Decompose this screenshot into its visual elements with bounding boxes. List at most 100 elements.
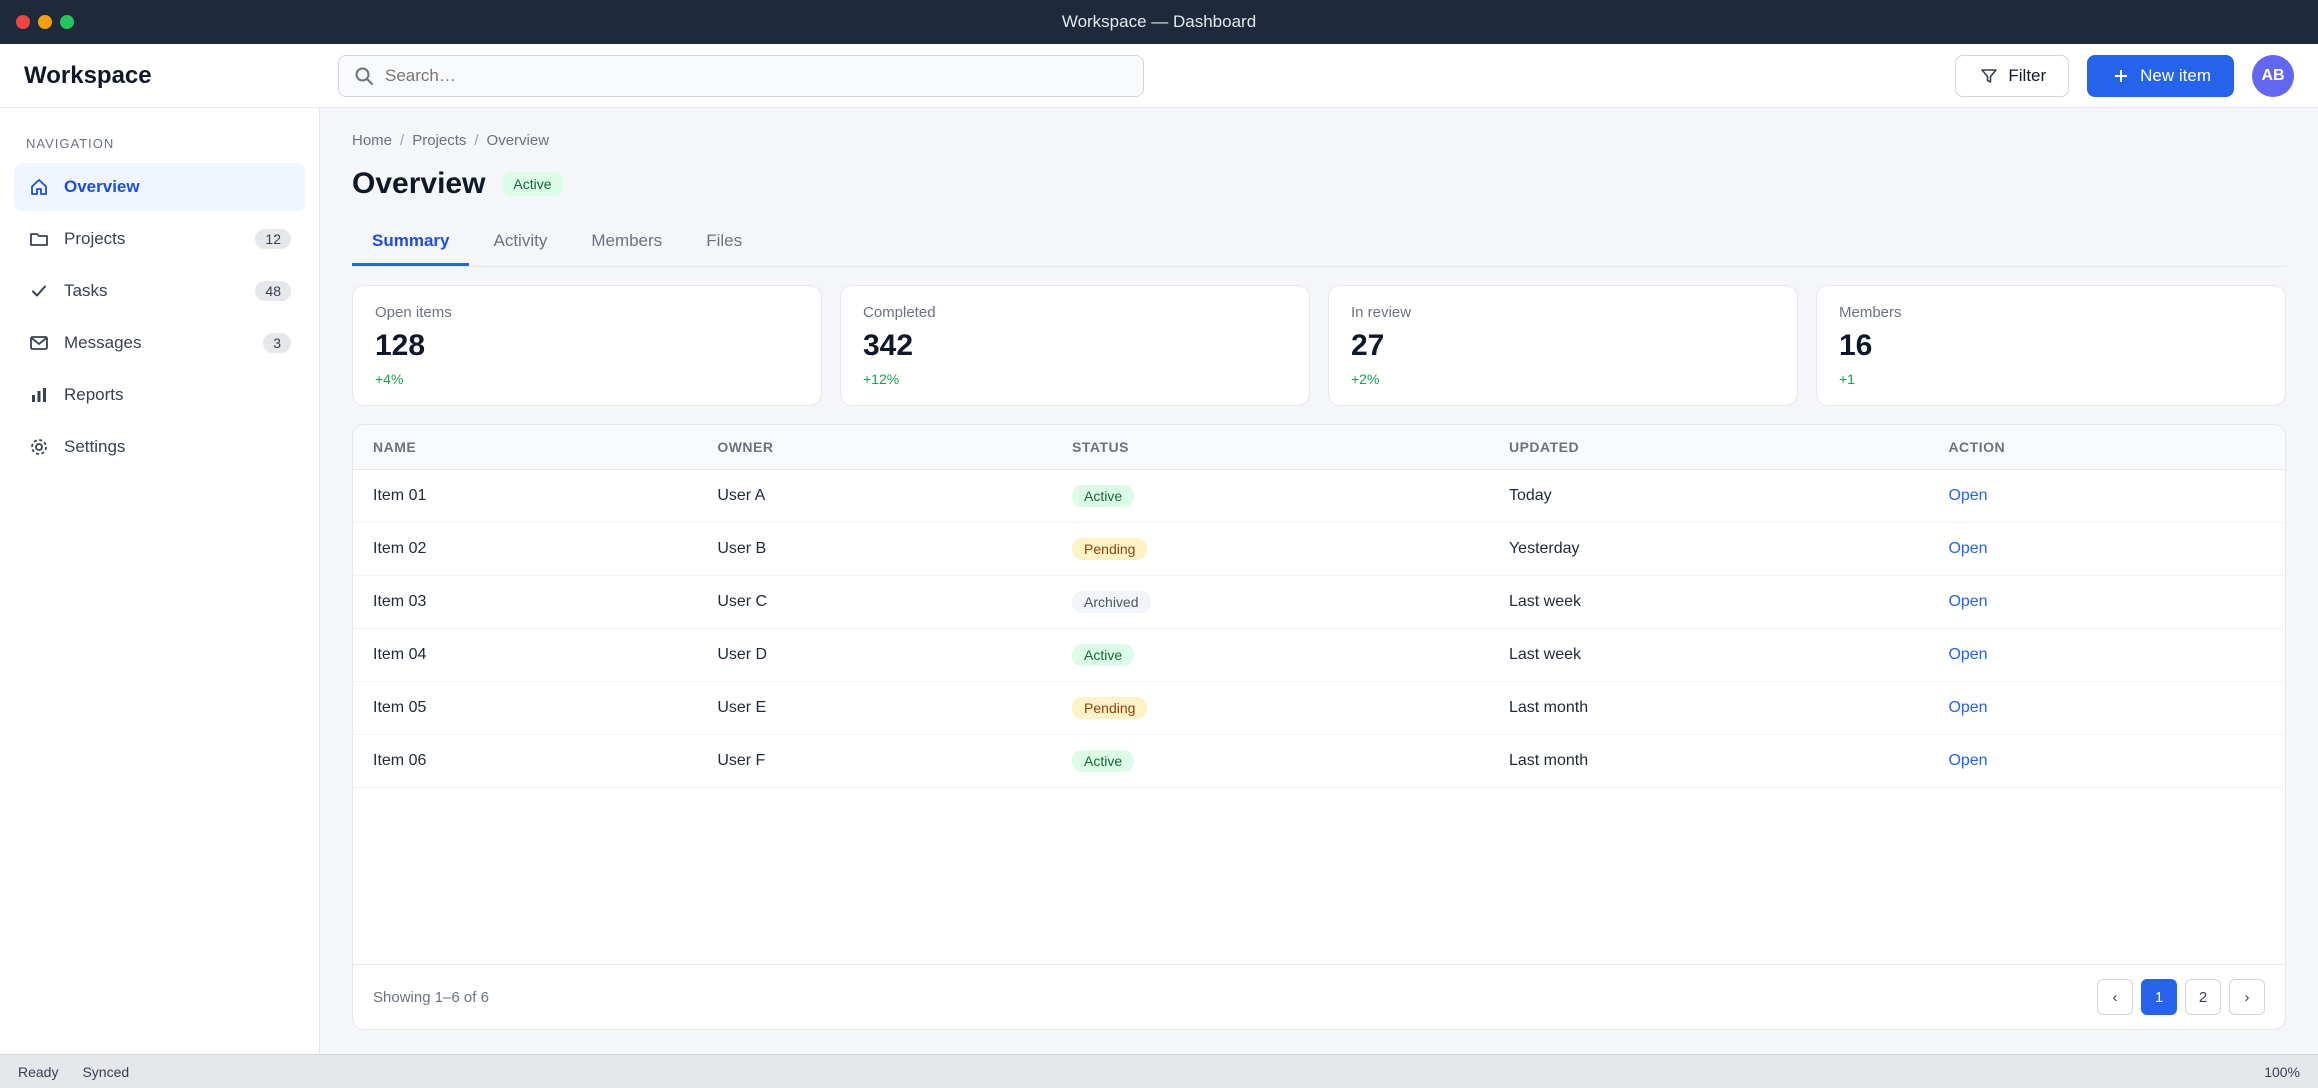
cell-status: Active <box>1052 469 1489 523</box>
cell-owner-text: User E <box>717 699 767 716</box>
filter-button[interactable]: Filter <box>1955 54 2070 97</box>
cell-name: Item 05 <box>353 681 698 735</box>
cell-owner: User C <box>697 575 1053 629</box>
cell-action: Open <box>1928 575 2285 629</box>
cell-action: Open <box>1928 681 2285 735</box>
column-header[interactable]: Name <box>353 425 698 470</box>
cell-action: Open <box>1928 522 2285 576</box>
open-row-link[interactable]: Open <box>1948 540 1988 557</box>
close-window-button[interactable] <box>16 15 30 29</box>
sidebar-item-label: Projects <box>64 229 126 248</box>
cell-owner-text: User F <box>717 752 766 769</box>
stat-card-delta: +4% <box>375 371 404 387</box>
open-row-link[interactable]: Open <box>1948 646 1988 663</box>
column-header[interactable]: Status <box>1052 425 1489 470</box>
cell-updated: Yesterday <box>1488 522 1929 576</box>
page-button[interactable]: › <box>2229 979 2265 1015</box>
sidebar-item-reports[interactable]: Reports <box>14 371 305 419</box>
tab-summary[interactable]: Summary <box>352 219 470 266</box>
cell-status: Active <box>1052 734 1489 788</box>
user-avatar[interactable]: AB <box>2252 54 2295 97</box>
cell-status: Pending <box>1052 522 1489 576</box>
minimize-window-button[interactable] <box>38 15 52 29</box>
cell-name: Item 06 <box>353 734 698 788</box>
cell-action: Open <box>1928 628 2285 682</box>
open-row-link[interactable]: Open <box>1948 593 1988 610</box>
open-row-link[interactable]: Open <box>1948 752 1988 769</box>
open-row-link[interactable]: Open <box>1948 487 1988 504</box>
sidebar-item-projects[interactable]: Projects 12 <box>14 215 305 263</box>
cell-action: Open <box>1928 734 2285 788</box>
cell-owner-text: User D <box>717 646 768 663</box>
tab-members[interactable]: Members <box>591 231 663 250</box>
page-button[interactable]: 2 <box>2185 979 2221 1015</box>
cell-owner: User F <box>697 734 1053 788</box>
items-table-panel: Name Owner Status Updated Action Item 01… <box>352 424 2286 1030</box>
sidebar: Navigation Overview Projects 12 Tasks 48… <box>0 108 320 1054</box>
window-title: Workspace — Dashboard <box>1061 12 1257 31</box>
column-header[interactable]: Owner <box>697 425 1053 470</box>
cell-updated: Last week <box>1488 628 1929 682</box>
stat-card-value: 27 <box>1351 329 1385 362</box>
column-header: Action <box>1928 425 2285 470</box>
cell-owner: User E <box>697 681 1053 735</box>
status-bar: Ready Synced 100% <box>0 1054 2318 1088</box>
search-box[interactable] <box>338 54 1144 97</box>
sidebar-item-settings[interactable]: Settings <box>14 423 305 471</box>
cell-status: Pending <box>1052 681 1489 735</box>
status-sync: Synced <box>82 1063 130 1080</box>
cell-name: Item 02 <box>353 522 698 576</box>
cell-action: Open <box>1928 469 2285 523</box>
page-title: Overview <box>352 167 486 200</box>
new-item-button[interactable]: New item <box>2087 54 2235 97</box>
sidebar-item-count: 48 <box>255 281 291 301</box>
table-header-row: Name Owner Status Updated Action <box>353 425 2285 470</box>
tab-files[interactable]: Files <box>706 231 743 250</box>
cell-updated-text: Last month <box>1508 752 1589 769</box>
window-controls <box>16 15 74 29</box>
page-button[interactable]: ‹ <box>2097 979 2133 1015</box>
tab-activity[interactable]: Activity <box>493 231 548 250</box>
window-titlebar: Workspace — Dashboard <box>0 0 2318 44</box>
cell-name-text: Item 02 <box>373 540 427 557</box>
sidebar-item-label: Messages <box>64 333 142 352</box>
zoom-level[interactable]: 100% <box>2264 1063 2300 1080</box>
status-badge: Active <box>501 172 564 196</box>
stat-card-delta: +2% <box>1351 371 1380 387</box>
breadcrumb-item[interactable]: Projects <box>412 132 467 149</box>
page-button[interactable]: 1 <box>2141 979 2177 1015</box>
sidebar-item-tasks[interactable]: Tasks 48 <box>14 267 305 315</box>
sidebar-item-messages[interactable]: Messages 3 <box>14 319 305 367</box>
cell-name-text: Item 01 <box>373 487 427 504</box>
cell-owner-text: User A <box>717 487 766 504</box>
stat-card-label: Open items <box>375 304 452 321</box>
stat-card-value: 342 <box>863 329 914 362</box>
column-header[interactable]: Updated <box>1488 425 1929 470</box>
search-input[interactable] <box>385 65 1129 86</box>
mail-icon <box>28 332 50 354</box>
breadcrumb-item[interactable]: Home <box>352 132 393 149</box>
stat-card-label: Members <box>1839 304 1902 321</box>
stat-card-label: In review <box>1351 304 1412 321</box>
status-pill: Pending <box>1072 538 1148 560</box>
maximize-window-button[interactable] <box>60 15 74 29</box>
sidebar-item-overview[interactable]: Overview <box>14 163 305 211</box>
stat-cards: Open items 128 +4% Completed 342 +12% In… <box>352 285 2286 406</box>
stat-card: Members 16 +1 <box>1816 285 2286 406</box>
stat-card-label: Completed <box>863 304 936 321</box>
search-icon <box>353 65 375 87</box>
folder-icon <box>28 228 50 250</box>
cell-updated: Last week <box>1488 575 1929 629</box>
stat-card-delta: +1 <box>1839 371 1855 387</box>
page-header: Overview Active <box>352 167 2286 201</box>
app-body: Navigation Overview Projects 12 Tasks 48… <box>0 108 2318 1054</box>
table-row[interactable]: Item 06 User F Active Last month Open <box>353 734 2285 788</box>
open-row-link[interactable]: Open <box>1948 699 1988 716</box>
cell-name: Item 04 <box>353 628 698 682</box>
